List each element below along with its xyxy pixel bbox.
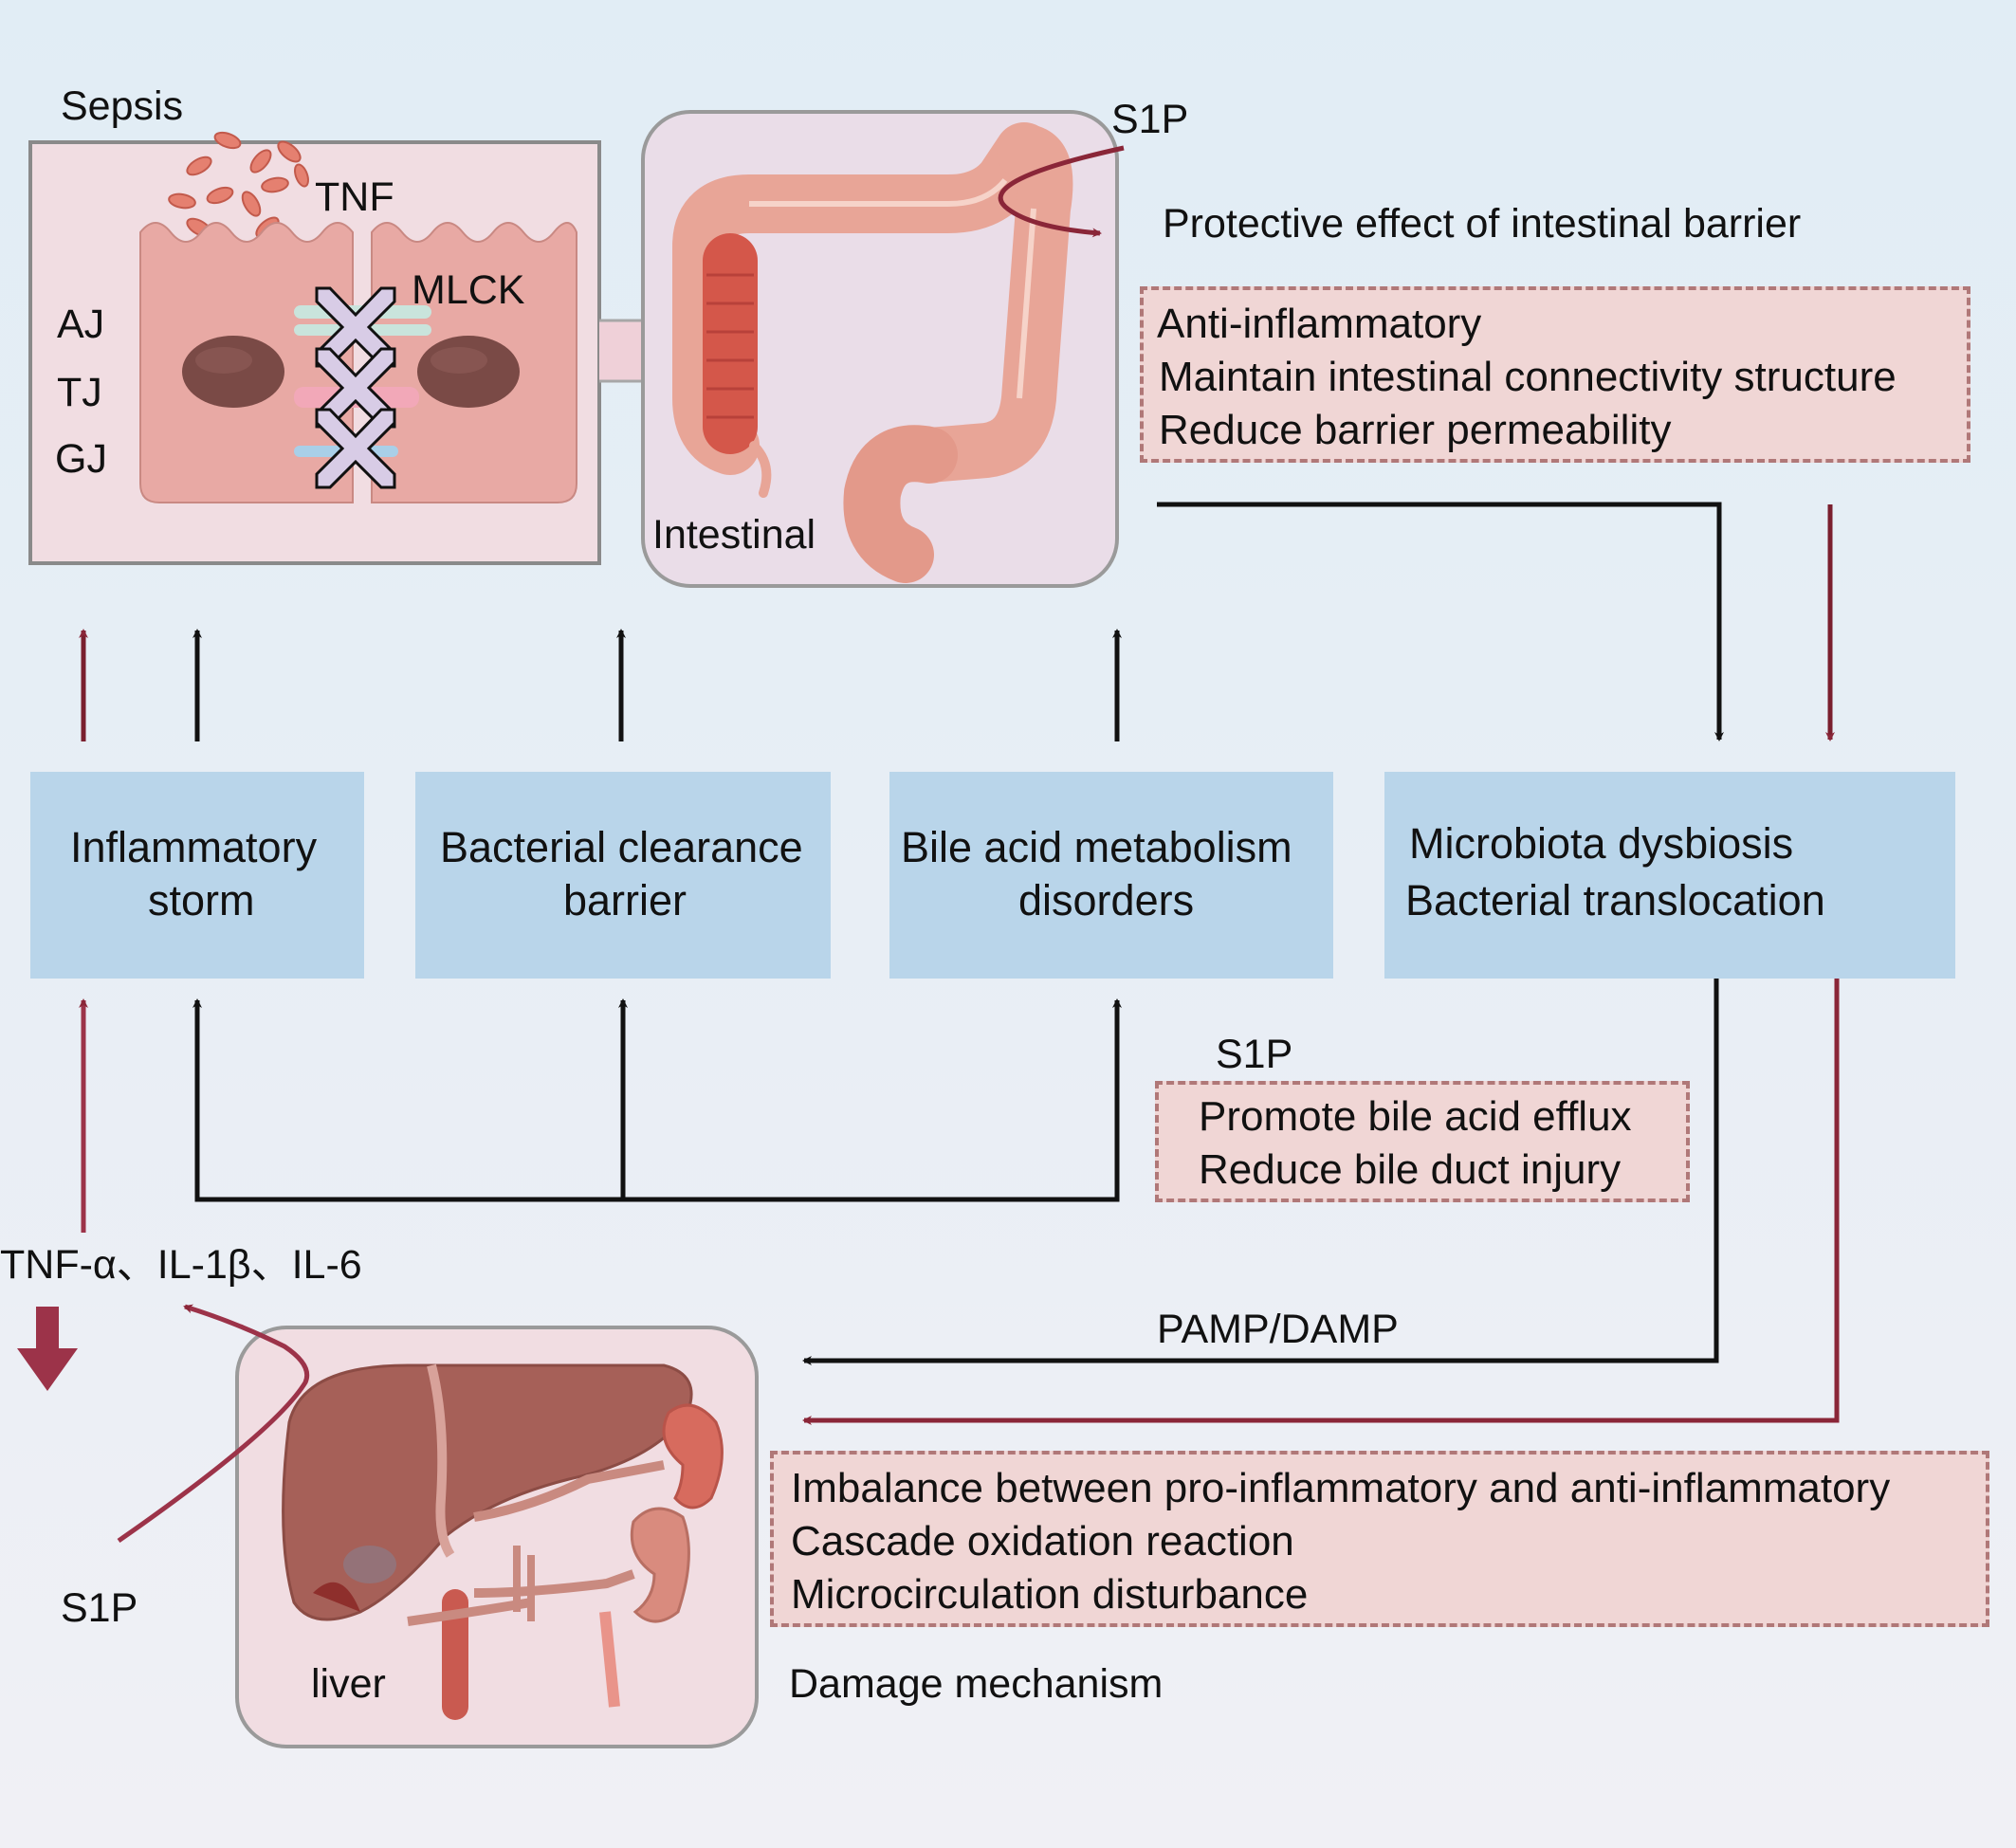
- colon-icon: [672, 122, 1073, 583]
- mechanism-line1: Inflammatory: [70, 823, 318, 871]
- bile-acid-box: Bile acid metabolism disorders: [889, 772, 1333, 979]
- damage-item: Microcirculation disturbance: [791, 1571, 1309, 1618]
- gj-label: GJ: [55, 436, 107, 482]
- bile-effects-box: Promote bile acid efflux Reduce bile duc…: [1155, 1081, 1690, 1202]
- protective-title: Protective effect of intestinal barrier: [1163, 201, 1802, 247]
- arrow-damage: [802, 979, 1840, 1425]
- tnf-label: TNF: [315, 174, 394, 220]
- intestine-panel: [641, 110, 1119, 588]
- liver-panel: [235, 1326, 759, 1748]
- cytokines-label: TNF-α、IL-1β、IL-6: [0, 1242, 362, 1288]
- mechanism-line1: Bacterial clearance: [440, 823, 803, 871]
- mechanism-line2: disorders: [1018, 876, 1195, 924]
- aj-label: AJ: [57, 302, 105, 347]
- mlck-label: MLCK: [412, 267, 525, 313]
- intestinal-label: Intestinal: [652, 512, 816, 558]
- pamp-damp-label: PAMP/DAMP: [1157, 1307, 1399, 1352]
- sepsis-label: Sepsis: [61, 83, 184, 129]
- bile-item: Reduce bile duct injury: [1199, 1146, 1622, 1193]
- mechanism-line1: Bile acid metabolism: [901, 823, 1292, 871]
- s1p-liver-label: S1P: [61, 1585, 138, 1631]
- microbiota-box: Microbiota dysbiosis Bacterial transloca…: [1384, 772, 1955, 979]
- protective-item: Maintain intestinal connectivity structu…: [1159, 354, 1897, 400]
- damage-item: Cascade oxidation reaction: [791, 1518, 1294, 1564]
- bacterial-clearance-box: Bacterial clearance barrier: [415, 772, 831, 979]
- inflammatory-storm-box: Inflammatory storm: [30, 772, 364, 979]
- arrow-bracket: [194, 1000, 1120, 1202]
- liver-label: liver: [311, 1661, 386, 1707]
- liver-icon: [282, 1363, 693, 1621]
- tj-label: TJ: [57, 370, 102, 415]
- mechanism-line2: storm: [148, 876, 255, 924]
- protective-effects-box: Anti-inflammatory Maintain intestinal co…: [1140, 286, 1970, 463]
- mechanism-line1: Microbiota dysbiosis: [1409, 819, 1794, 868]
- damage-effects-box: Imbalance between pro-inflammatory and a…: [770, 1451, 1989, 1627]
- mechanism-line2: barrier: [563, 876, 687, 924]
- kidney-icon: [407, 1403, 724, 1720]
- junction-broken-icon: [315, 286, 396, 489]
- s1p-protect-arrow: [998, 145, 1125, 238]
- damage-item: Imbalance between pro-inflammatory and a…: [791, 1465, 1891, 1511]
- s1p-top-label: S1P: [1111, 97, 1189, 142]
- mechanism-line2: Bacterial translocation: [1405, 876, 1825, 924]
- bile-item: Promote bile acid efflux: [1199, 1093, 1632, 1140]
- arrow-pamp-damp: [802, 979, 1719, 1365]
- protective-item: Anti-inflammatory: [1157, 301, 1482, 347]
- damage-title: Damage mechanism: [789, 1661, 1164, 1707]
- arrow-intestine-to-microbiota: [1157, 502, 1724, 741]
- s1p-mid-label: S1P: [1216, 1032, 1293, 1077]
- s1p-liver-arrow: [117, 1304, 310, 1544]
- protective-item: Reduce barrier permeability: [1159, 407, 1672, 453]
